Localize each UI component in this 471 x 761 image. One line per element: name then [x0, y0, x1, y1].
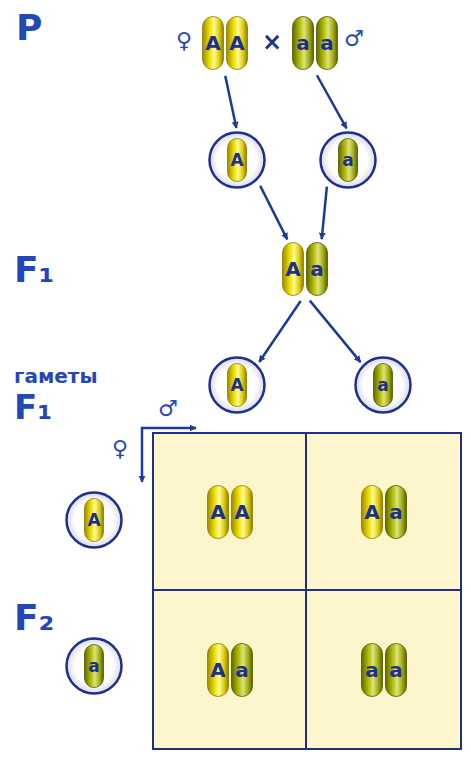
chromosome: A [361, 485, 383, 539]
chromosome: a [84, 644, 104, 688]
punnett-cell: AA [152, 432, 307, 591]
chromosome: a [338, 138, 358, 182]
chromosome: A [227, 363, 247, 407]
chromosome: a [231, 643, 253, 697]
allele-letter: A [234, 502, 249, 522]
allele-letter: A [230, 377, 243, 394]
allele-letter: a [389, 502, 403, 522]
allele-letter: a [377, 377, 388, 394]
chromosome: a [385, 643, 407, 697]
allele-letter: A [364, 502, 379, 522]
allele-letter: A [210, 660, 225, 680]
allele-letter: a [235, 660, 249, 680]
allele-letter: A [230, 152, 243, 169]
inheritance-arrow [322, 187, 327, 240]
chromosome: a [316, 16, 338, 70]
inheritance-arrow [260, 186, 287, 239]
inheritance-arrow [259, 301, 300, 362]
chromosome: a [361, 643, 383, 697]
allele-letter: A [87, 512, 100, 529]
generation-label: F₁ [14, 252, 54, 288]
chromosome: a [373, 363, 393, 407]
allele-letter: a [310, 259, 324, 279]
sex-symbol: ♀ [112, 438, 128, 460]
chromosome: A [207, 643, 229, 697]
allele-letter: a [389, 660, 403, 680]
chromosome: A [207, 485, 229, 539]
allele-letter: a [320, 33, 334, 53]
generation-label: гаметы [14, 366, 98, 386]
generation-label: F₁ [14, 390, 52, 424]
inheritance-arrow [317, 75, 347, 128]
gamete-circle: a [319, 131, 377, 189]
generation-label: F₂ [14, 600, 54, 636]
allele-letter: a [365, 660, 379, 680]
chromosome: A [282, 242, 304, 296]
allele-letter: A [229, 33, 244, 53]
allele-letter: a [342, 152, 353, 169]
chromosome: a [306, 242, 328, 296]
chromosome: a [292, 16, 314, 70]
chromosome: A [202, 16, 224, 70]
chromosome: a [385, 485, 407, 539]
sex-symbol: ♂ [344, 28, 364, 50]
sex-symbol: ♂ [158, 398, 178, 420]
generation-label: P [16, 10, 42, 46]
gamete-circle: a [354, 356, 412, 414]
allele-letter: a [88, 658, 99, 675]
allele-letter: A [210, 502, 225, 522]
cross-sign: × [262, 30, 282, 54]
inheritance-arrow [310, 301, 361, 363]
chromosome: A [227, 138, 247, 182]
allele-letter: A [205, 33, 220, 53]
allele-letter: A [285, 259, 300, 279]
chromosome: A [231, 485, 253, 539]
punnett-cell: Aa [305, 432, 462, 591]
sex-symbol: ♀ [176, 30, 192, 52]
gamete-circle: a [65, 637, 123, 695]
gamete-circle: A [208, 131, 266, 189]
allele-letter: a [296, 33, 310, 53]
punnett-cell: Aa [152, 589, 307, 750]
gamete-circle: A [65, 491, 123, 549]
punnett-cell: aa [305, 589, 462, 750]
inheritance-arrow [225, 76, 236, 128]
gamete-circle: A [208, 356, 266, 414]
chromosome: A [84, 498, 104, 542]
chromosome: A [226, 16, 248, 70]
